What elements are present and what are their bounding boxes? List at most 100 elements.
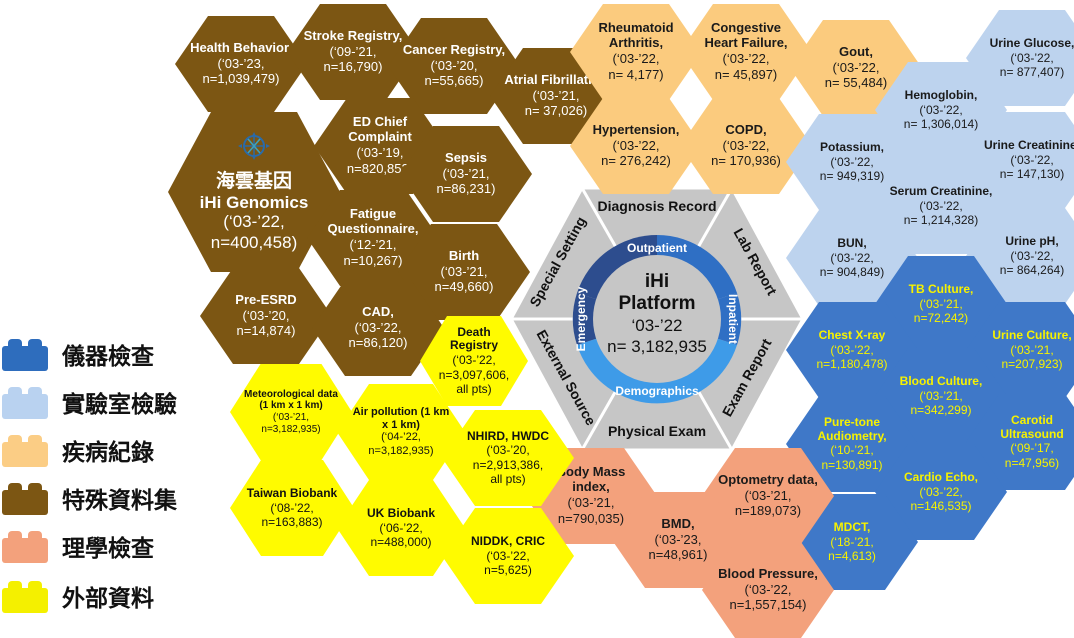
hex-title: Urine pH, [1005,233,1059,248]
hex-years: (‘03-’21, [532,87,580,103]
hex-years: (‘09-’17, [1010,441,1054,456]
hex-years: (‘03-’22, [1010,248,1054,263]
hex-years: (‘03-’22, [612,137,660,153]
dataset-hex-niddk-cric: NIDDK, CRIC(‘03-’22,n=5,625) [442,508,574,604]
ring-label-outpatient: Outpatient [627,241,687,255]
hex-count: n= 37,026) [524,103,588,119]
dataset-hex-stroke-registry: Stroke Registry,(‘09-’21,n=16,790) [287,4,419,100]
hex-count: n= 55,484) [824,75,888,91]
hex-years: (‘04-’22, [381,431,421,444]
hex-title: Congestive Heart Failure, [704,20,788,51]
hex-title: Blood Pressure, [718,565,818,581]
hex-years: (‘18-’21, [830,534,874,549]
hex-count: n= 904,849) [819,264,885,279]
hex-years: (‘03-’22, [722,51,770,67]
hex-count: n= 864,264) [999,262,1065,277]
lego-brick-icon [2,433,48,467]
hex-years: (‘03-’22, [830,250,874,265]
hex-years: (‘03-’21, [919,296,963,311]
hex-years: (‘03-’23, [654,531,702,547]
hex-years: (‘03-’22, [722,137,770,153]
hex-years: (‘10-’21, [830,443,874,458]
hex-count: n=5,625) [484,562,532,577]
hex-count: n=820,852) [346,160,414,176]
lego-brick-icon [2,481,48,515]
hex-count: n=163,883) [261,514,323,529]
center-years: ‘03-’22 [631,316,682,335]
lego-brick-icon [2,385,48,419]
hex-years: (‘03-’21, [1010,342,1054,357]
hex-count: n=47,956) [1004,455,1060,470]
hex-title: Serum Creatinine, [889,183,993,198]
hex-years: (‘03-’22, [452,353,496,368]
hex-years: (‘03-’21, [442,165,490,181]
dataset-hex-rheumatoid-arthritis: Rheumatoid Arthritis,(‘03-’22,n= 4,177) [570,4,702,100]
hex-title: Cancer Registry, [402,41,506,57]
hex-count: n= 170,936) [711,153,781,169]
hex-title: Hypertension, [592,121,680,137]
hex-years: (‘03-’22, [1010,50,1054,65]
hex-title: Hemoglobin, [904,87,978,102]
hex-title: MDCT, [833,519,871,534]
hex-count: n=1,039,479) [202,71,280,87]
hex-title: Fatigue Questionnaire, [327,206,419,237]
hex-count: n=400,458) [210,232,298,252]
hex-count: n=86,231) [436,181,496,197]
hex-years: (‘03-’21, [744,487,792,503]
legend-item: 理學檢查 [2,526,154,566]
center-title-line1: iHi [645,271,669,292]
hex-count: n=86,120) [348,335,408,351]
dataset-hex-nhird-hwdc: NHIRD, HWDC(‘03-’20,n=2,913,386,all pts) [442,410,574,506]
hex-count: n=49,660) [434,279,494,295]
hex-count: n=55,665) [424,73,484,89]
dataset-hex-copd: COPD,(‘03-’22,n= 170,936) [680,98,812,194]
hex-count: n= 877,407) [999,64,1065,79]
lego-brick-icon [2,579,48,613]
dataset-hex-health-behavior: Health Behavior,(‘03-’23,n=1,039,479) [175,16,307,112]
ring-label-emergency: Emergency [574,286,588,351]
hex-years: (‘03-’22, [919,198,963,213]
hex-count: n=4,613) [828,548,876,563]
hex-count: n=207,923) [1001,356,1063,371]
hex-count: n=72,242) [913,310,969,325]
hex-years: (‘03-’22, [832,59,880,75]
hex-count: n=790,035) [557,510,625,526]
hex-count: n=3,182,935) [261,423,321,435]
dataset-hex-fatigue-questionnaire: Fatigue Questionnaire,(‘12-’21,n=10,267) [307,190,439,286]
hex-title: Cardio Echo, [903,469,978,484]
hex-title: CAD, [362,303,394,319]
outer-label-physical-exam: Physical Exam [608,423,706,439]
hex-count: n=488,000) [370,534,432,549]
hex-title: Rheumatoid Arthritis, [598,20,674,51]
hex-title: Chest X-ray [818,327,886,342]
hex-count: n= 147,130) [999,166,1065,181]
hex-years: (‘03-’22, [612,51,660,67]
hex-years: (‘03-’22, [919,102,963,117]
hex-title: ED Chief Complaint [348,114,412,145]
hex-years: (‘03-’21, [440,263,488,279]
dataset-hex-sepsis: Sepsis(‘03-’21,n=86,231) [400,126,532,222]
hex-count: n=14,874) [236,323,296,339]
hex-years: (‘03-’22, [486,548,530,563]
hex-years: (‘03-’22, [354,319,402,335]
hex-count: n=342,299) [910,402,972,417]
hex-title: BUN, [837,235,867,250]
hex-title: Death Registry [449,324,499,353]
hex-count: n=1,557,154) [729,597,807,613]
logo-chinese-text: 海雲基因 [215,169,292,192]
hex-title: Blood Culture, [899,373,983,388]
hex-count: n=3,182,935) [368,444,434,457]
hex-years: (‘06-’22, [379,520,423,535]
hex-title: Sepsis [445,149,487,165]
hex-count: n=10,267) [343,252,403,268]
hex-title: Pure-tone Audiometry, [817,414,887,443]
hex-years: (‘03-’21, [272,411,310,423]
legend-item: 特殊資料集 [2,478,177,518]
dataset-hex-death-registry: Death Registry(‘03-’22,n=3,097,606,all p… [420,316,528,406]
hex-title: COPD, [725,121,767,137]
hex-title: Potassium, [819,139,885,154]
hex-years: (‘08-’22, [270,500,314,515]
hex-count: n=16,790) [323,59,383,75]
hex-years: (‘03-’22, [223,212,285,232]
